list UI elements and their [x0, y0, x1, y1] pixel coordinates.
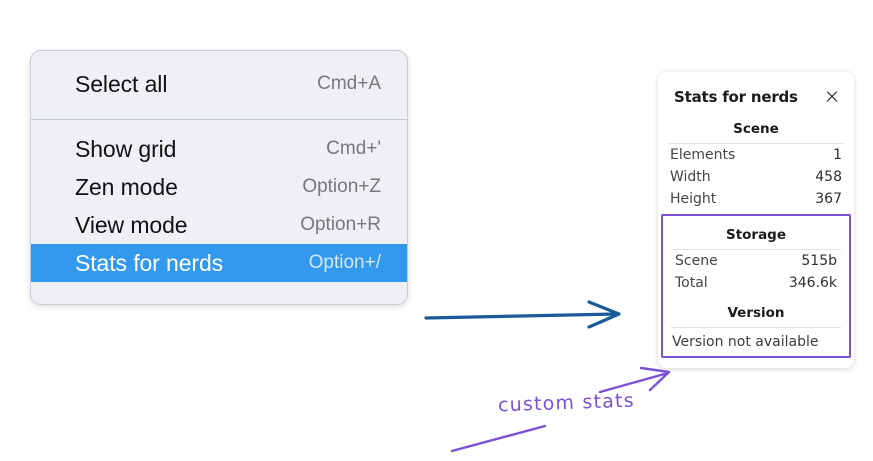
- context-menu[interactable]: Select all Cmd+A Show grid Cmd+' Zen mod…: [30, 50, 408, 305]
- menu-item-label: Show grid: [75, 135, 177, 162]
- panel-title: Stats for nerds: [674, 88, 798, 106]
- stat-key: Height: [670, 191, 717, 207]
- menu-item-label: Zen mode: [75, 173, 178, 200]
- menu-footer-spacer: [31, 282, 407, 304]
- stat-key: Elements: [670, 147, 736, 163]
- blue-arrow: [424, 300, 621, 329]
- stat-row-elements: Elements 1: [658, 144, 854, 166]
- custom-stats-box: Storage Scene 515b Total 346.6k Version …: [661, 214, 851, 358]
- stat-key: Scene: [675, 253, 718, 269]
- menu-item-show-grid[interactable]: Show grid Cmd+': [31, 130, 407, 168]
- version-text: Version not available: [672, 334, 819, 350]
- stat-row-storage-scene: Scene 515b: [663, 250, 849, 272]
- version-section-heading: Version: [727, 305, 785, 321]
- menu-item-view-mode[interactable]: View mode Option+R: [31, 206, 407, 244]
- menu-item-select-all[interactable]: Select all Cmd+A: [31, 65, 407, 103]
- menu-item-stats-for-nerds[interactable]: Stats for nerds Option+/: [31, 244, 407, 282]
- stat-value: 515b: [801, 253, 837, 269]
- stat-value: 1: [833, 147, 842, 163]
- close-icon[interactable]: [824, 89, 840, 105]
- menu-separator: [31, 119, 407, 120]
- menu-item-shortcut: Option+Z: [302, 176, 381, 197]
- menu-item-label: Select all: [75, 70, 168, 97]
- panel-header: Stats for nerds: [658, 84, 854, 110]
- menu-item-shortcut: Option+R: [300, 214, 381, 235]
- storage-divider: [671, 249, 841, 250]
- stats-for-nerds-panel: Stats for nerds Scene Elements 1 Width 4…: [658, 72, 854, 368]
- menu-item-label: View mode: [75, 211, 188, 238]
- stat-value: 367: [815, 191, 842, 207]
- menu-group-2: Show grid Cmd+' Zen mode Option+Z View m…: [31, 120, 407, 282]
- scene-section-heading: Scene: [733, 121, 779, 137]
- version-divider: [671, 327, 841, 328]
- purple-underline-stroke: [450, 424, 547, 453]
- menu-item-shortcut: Option+/: [308, 252, 381, 273]
- purple-arrow: [598, 366, 671, 394]
- stat-value: 458: [815, 169, 842, 185]
- storage-section-heading: Storage: [725, 227, 787, 243]
- menu-item-label: Stats for nerds: [75, 249, 224, 276]
- stat-row-width: Width 458: [658, 166, 854, 188]
- stat-value: 346.6k: [788, 275, 837, 291]
- stat-row-height: Height 367: [658, 188, 854, 210]
- menu-item-zen-mode[interactable]: Zen mode Option+Z: [31, 168, 407, 206]
- scene-divider: [668, 143, 844, 144]
- stat-key: Total: [675, 275, 708, 291]
- menu-item-shortcut: Cmd+A: [317, 73, 381, 94]
- menu-item-shortcut: Cmd+': [326, 138, 381, 159]
- stat-row-storage-total: Total 346.6k: [663, 272, 849, 294]
- handwritten-annotation-label: custom stats: [497, 389, 636, 417]
- menu-group-1: Select all Cmd+A: [31, 51, 407, 119]
- stat-key: Width: [670, 169, 711, 185]
